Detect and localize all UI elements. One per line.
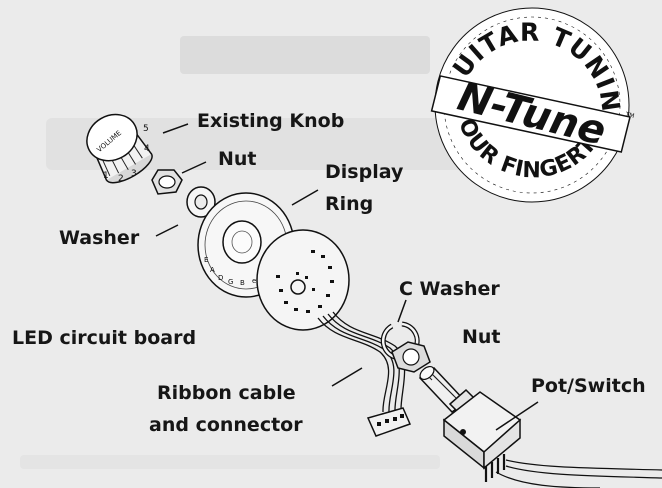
logo-banner xyxy=(430,75,631,153)
knob-numbers: 1 2 3 4 5 xyxy=(103,124,150,184)
pot-switch xyxy=(418,365,662,488)
label-nut-top: Nut xyxy=(218,148,257,170)
label-c-washer: C Washer xyxy=(399,278,500,300)
label-display-ring-line2: Ring xyxy=(325,193,374,215)
label-ribbon-line2: and connector xyxy=(149,414,303,436)
leader-display-ring xyxy=(291,189,319,206)
top-nut xyxy=(151,169,183,195)
knob-number: 5 xyxy=(143,124,149,134)
n-tune-logo: GUITAR TUNING AT YOUR FINGERTIPS N-Tune … xyxy=(430,0,646,203)
knob-number: 3 xyxy=(131,169,137,179)
ribbon-connector xyxy=(366,407,412,437)
pot-body xyxy=(442,391,522,470)
label-washer: Washer xyxy=(59,227,140,249)
label-existing-knob: Existing Knob xyxy=(197,110,345,132)
knob-number: 1 xyxy=(103,171,109,181)
leader-nut-top xyxy=(181,161,207,174)
label-led-circuit-board: LED circuit board xyxy=(12,327,197,349)
note-letter: G xyxy=(228,278,233,286)
note-letters: E A D G B e xyxy=(204,256,256,287)
knob-number: 4 xyxy=(144,144,150,154)
label-pot-switch: Pot/Switch xyxy=(531,375,646,397)
washer xyxy=(186,186,216,218)
label-display-ring-line1: Display xyxy=(325,161,404,183)
leader-washer xyxy=(155,224,179,237)
leader-ribbon xyxy=(331,367,363,387)
label-ribbon-line1: Ribbon cable xyxy=(157,382,296,404)
logo-trademark: TM xyxy=(624,111,635,120)
note-letter: B xyxy=(240,279,245,287)
background-faded-heading xyxy=(20,36,466,469)
leader-c-washer xyxy=(397,299,407,323)
leader-pot-switch xyxy=(495,401,539,431)
led-circuit-board xyxy=(256,229,350,331)
note-letter: A xyxy=(210,266,215,274)
note-letter: E xyxy=(204,256,208,264)
label-nut-lower: Nut xyxy=(462,326,501,348)
volume-knob: VOLUME xyxy=(86,113,153,184)
pot-wires xyxy=(495,459,662,488)
knob-number: 2 xyxy=(118,174,124,184)
leader-existing-knob xyxy=(162,123,189,134)
leader-lines xyxy=(155,123,539,431)
lower-nut xyxy=(391,341,431,373)
note-letter: e xyxy=(252,277,256,285)
note-letter: D xyxy=(218,274,223,282)
pot-lugs xyxy=(484,454,506,482)
